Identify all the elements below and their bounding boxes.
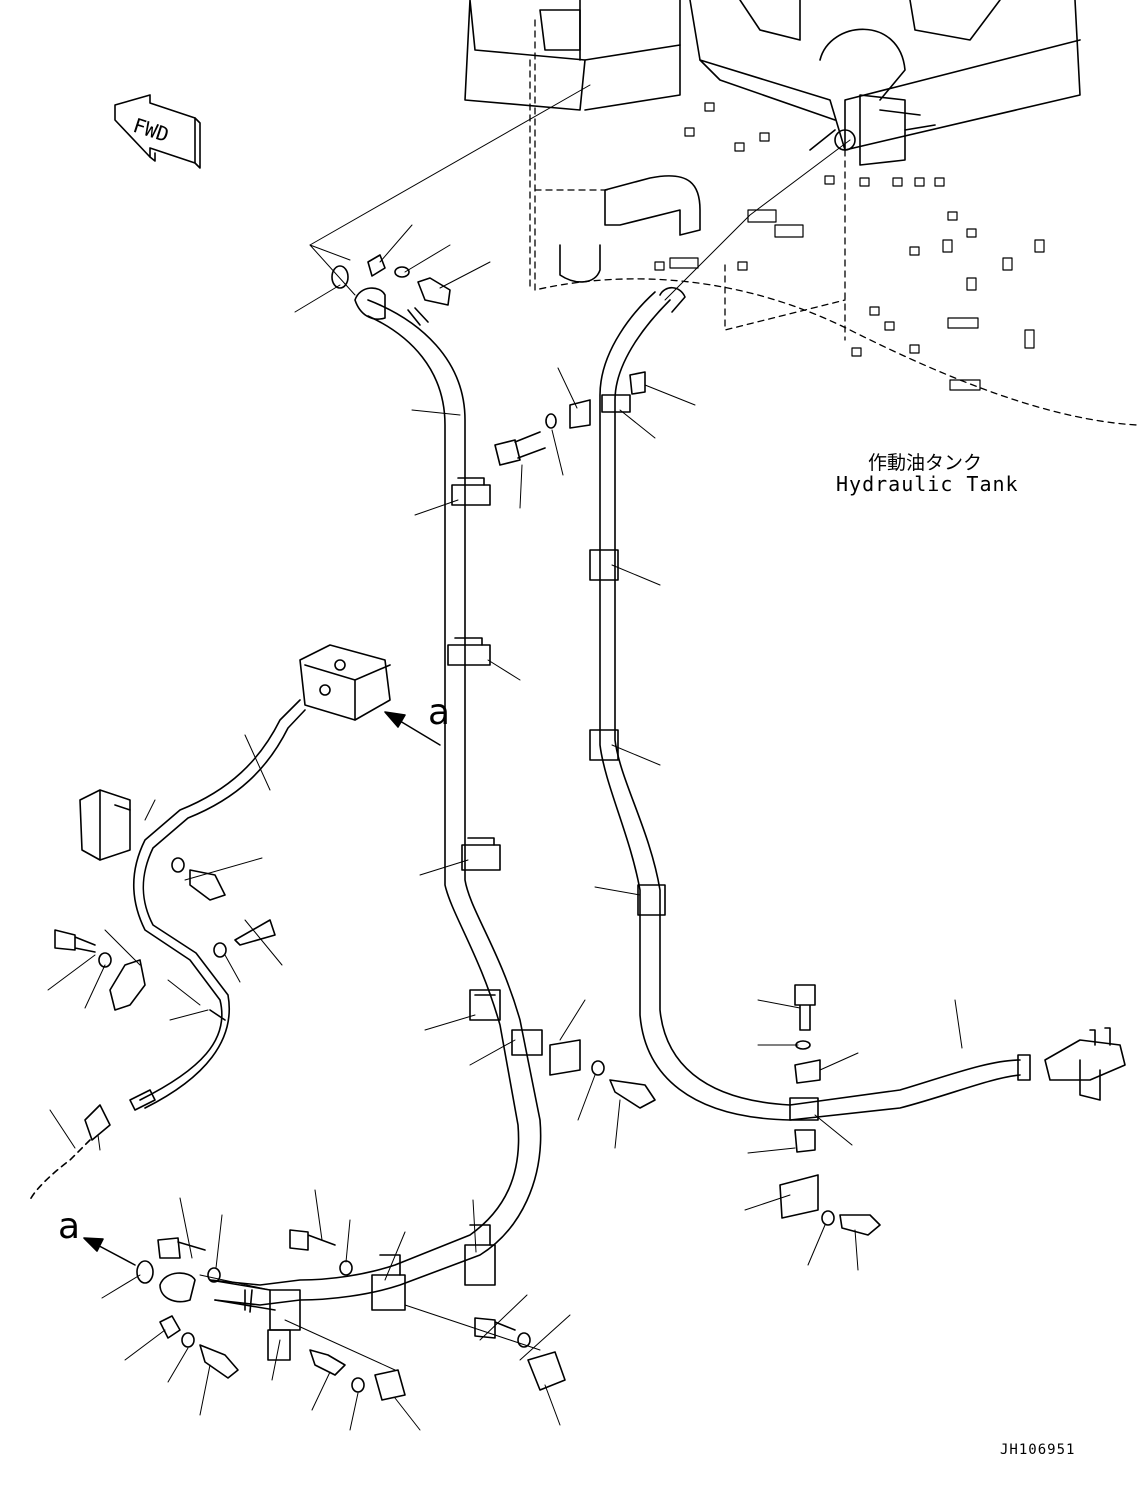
hydraulic-tank-label-jp: 作動油タンク <box>868 452 983 474</box>
fwd-arrow <box>114 94 201 169</box>
hydraulic-tank <box>309 0 1137 426</box>
left-hose-clamps <box>267 477 581 1361</box>
right-hose <box>589 286 1126 1219</box>
left-hose <box>159 287 542 1313</box>
drawing-number: JH106951 <box>1000 1442 1076 1458</box>
view-a-lower-label: a <box>58 1206 81 1247</box>
loose-parts <box>54 254 881 1401</box>
view-arrows <box>83 711 441 1266</box>
small-hoses <box>29 644 391 1201</box>
hydraulic-tank-label-en: Hydraulic Tank <box>836 472 1019 496</box>
leader-lines <box>47 224 963 1431</box>
view-a-upper-label: a <box>428 692 451 733</box>
